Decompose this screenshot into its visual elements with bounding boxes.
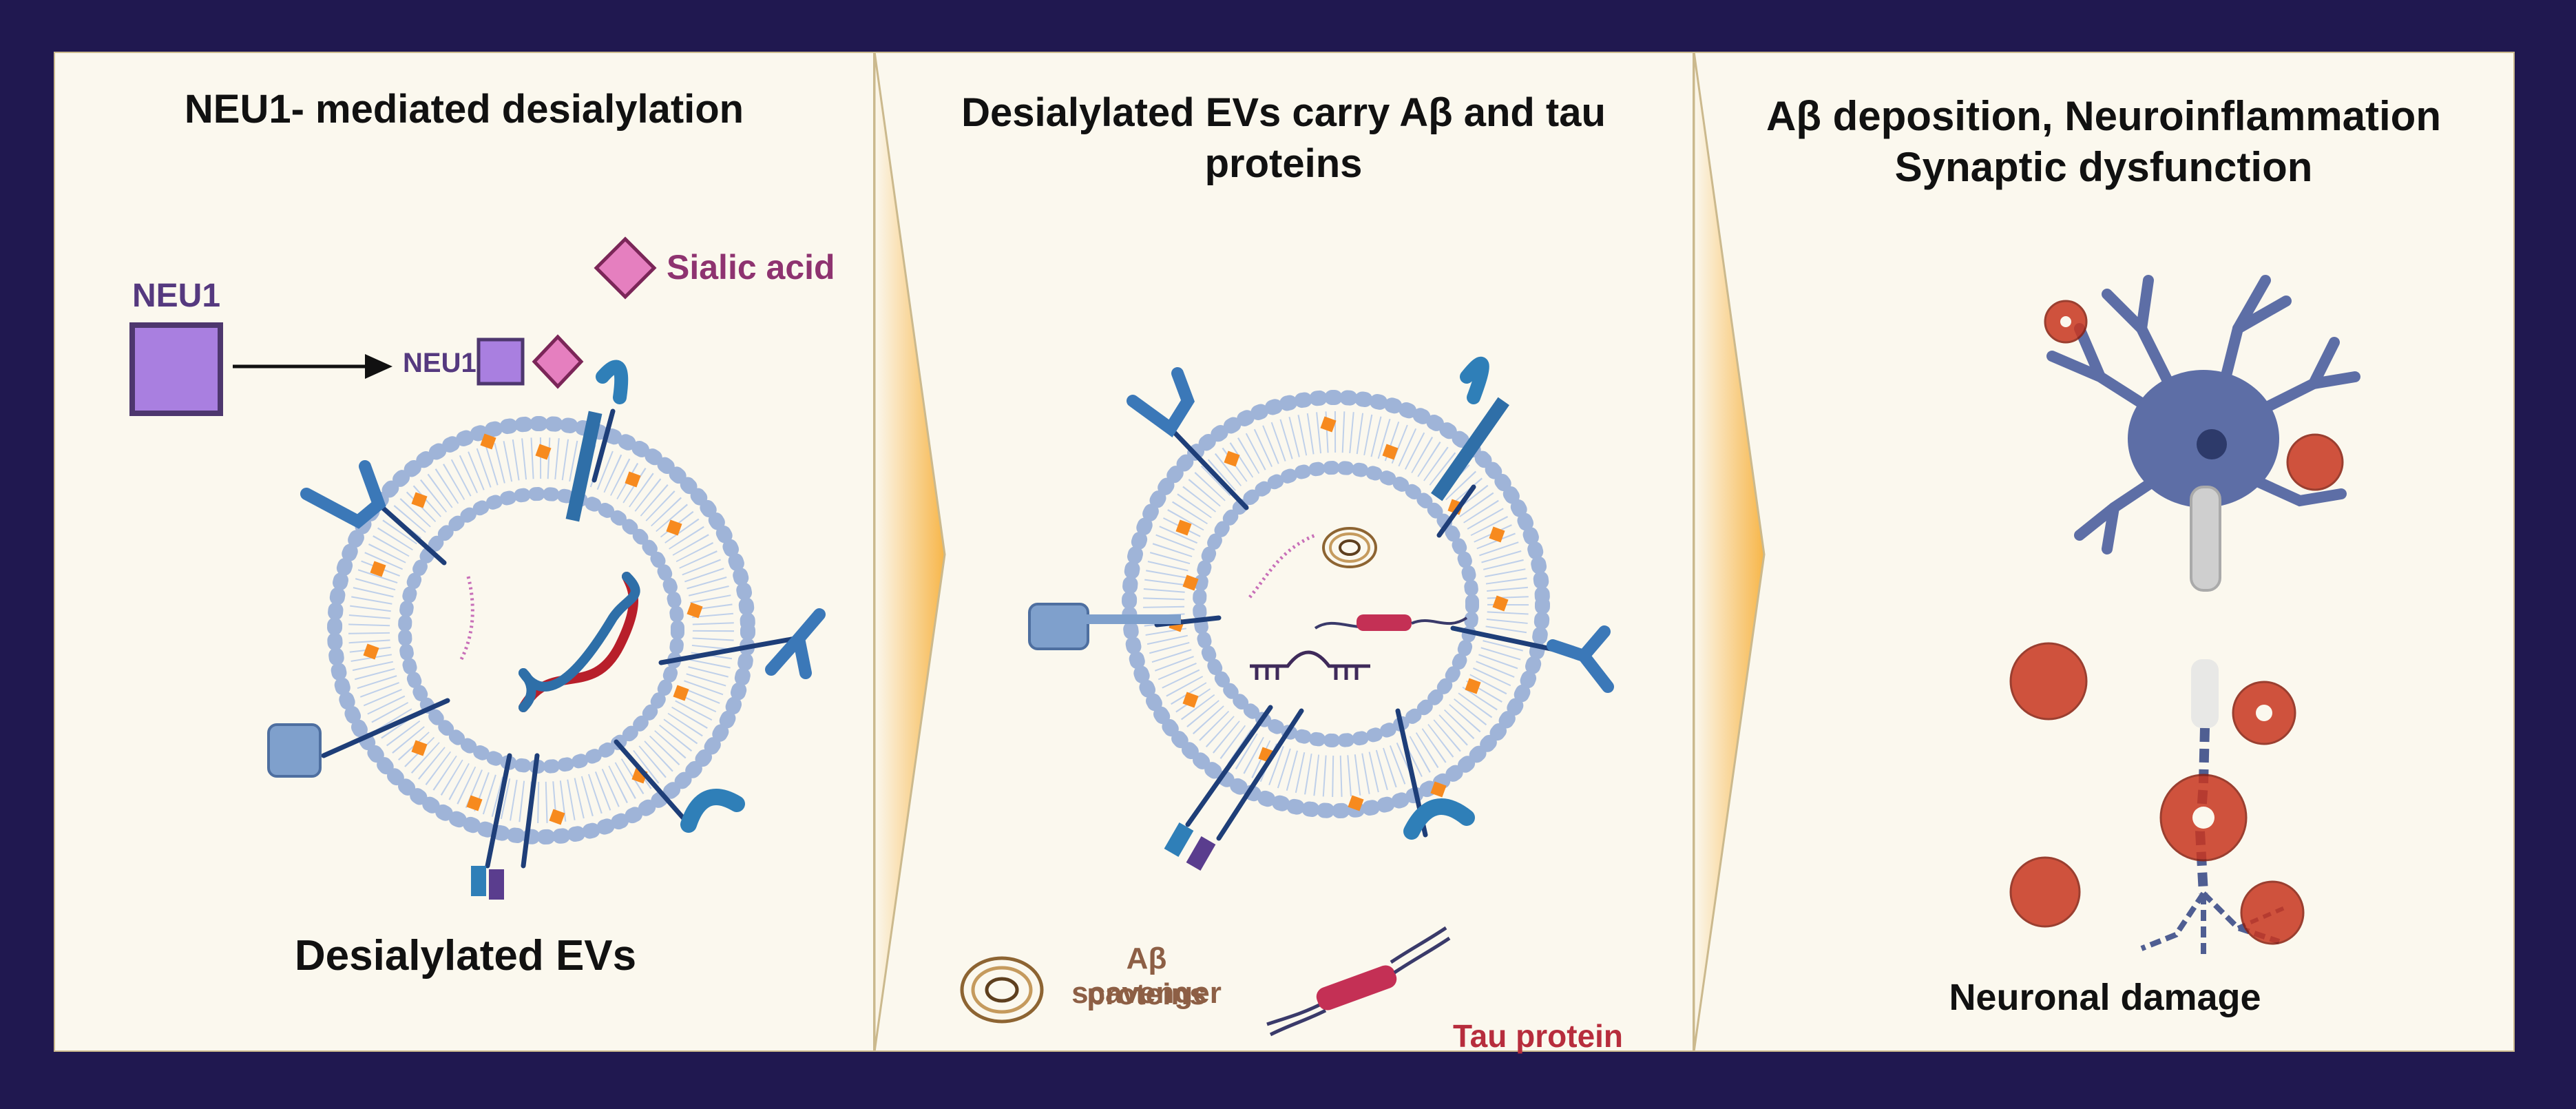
receptor-icon-2 bbox=[765, 608, 826, 679]
amyloid-plaque-icon bbox=[2009, 300, 2344, 945]
neu1-enzyme-icon bbox=[129, 322, 223, 416]
amyloid-scavenger-icon bbox=[1322, 527, 1377, 568]
neu1-small-icon bbox=[477, 338, 525, 386]
receptor-tail-2-icon bbox=[1186, 836, 1216, 871]
panel-3-title-line-1: Aβ deposition, Neuroinflammation bbox=[1766, 93, 2441, 139]
chevron-arrow-icon bbox=[873, 52, 946, 1052]
panel-neu1-desialylation: NEU1- mediated desialylation bbox=[54, 52, 875, 1052]
panel-neuronal-damage: Aβ deposition, Neuroinflammation Synapti… bbox=[1693, 52, 2515, 1052]
neu1-box-label: NEU1 bbox=[132, 278, 221, 314]
tau-protein-icon bbox=[1266, 926, 1451, 1037]
extracellular-vesicle-icon bbox=[327, 416, 755, 844]
receptor-box-icon bbox=[1028, 603, 1089, 650]
dna-icon bbox=[519, 572, 640, 712]
plaque-core-icon bbox=[2060, 316, 2272, 829]
receptor-c-icon bbox=[1403, 798, 1475, 840]
receptor-icon bbox=[300, 460, 386, 529]
panel-2-title-line-1: Desialylated EVs carry Aβ and tau bbox=[961, 90, 1606, 135]
panel-3-title-line-2: Synaptic dysfunction bbox=[1894, 144, 2313, 190]
receptor-tail-1-icon bbox=[471, 866, 486, 896]
panel-1-title: NEU1- mediated desialylation bbox=[184, 87, 744, 132]
panel-2-illustration bbox=[960, 356, 1614, 1037]
tau-protein-small-icon bbox=[1314, 614, 1468, 631]
sialic-acid-small-icon bbox=[532, 334, 584, 389]
receptor-icon-2 bbox=[1547, 625, 1614, 693]
sialic-acid-label: Sialic acid bbox=[667, 248, 835, 287]
panel-1-caption: Desialylated EVs bbox=[294, 932, 637, 980]
neu1-small-label: NEU1 bbox=[403, 348, 477, 378]
sialic-acid-icon bbox=[594, 236, 657, 300]
receptor-rod-icon bbox=[1431, 397, 1509, 501]
rna-icon bbox=[459, 576, 474, 661]
receptor-icon bbox=[1127, 367, 1195, 437]
receptor-rod-icon bbox=[565, 411, 603, 522]
receptor-tail-2-icon bbox=[489, 869, 504, 900]
panel-3-illustration bbox=[2009, 275, 2360, 955]
panel-1-illustration bbox=[129, 236, 826, 900]
arrow-head-icon bbox=[365, 354, 392, 379]
receptor-box-icon bbox=[267, 723, 322, 778]
amyloid-scavenger-legend-icon bbox=[960, 956, 1044, 1024]
receptor-tail-1-icon bbox=[1164, 822, 1194, 858]
legend-tau-label: Tau protein bbox=[1453, 1018, 1624, 1054]
chevron-arrow-icon-2 bbox=[1693, 52, 1766, 1052]
extracellular-vesicle-icon bbox=[1122, 390, 1550, 818]
receptor-c-top-icon bbox=[596, 360, 629, 404]
legend-scavenger-label-line-1: Aβ scavenger bbox=[1071, 942, 1222, 1010]
neuron-icon bbox=[2046, 275, 2360, 955]
panel-2-title-line-2: proteins bbox=[1204, 141, 1363, 186]
panel-evs-carry-proteins: Desialylated EVs carry Aβ and tau protei… bbox=[873, 52, 1694, 1054]
panel-3-caption: Neuronal damage bbox=[1949, 977, 2261, 1018]
receptor-c-top-icon bbox=[1460, 356, 1489, 404]
receptor-c-icon bbox=[680, 789, 745, 833]
receptor-stalk-icon bbox=[1085, 614, 1181, 624]
mrna-icon bbox=[1250, 650, 1370, 680]
legend-scavenger-label-line-2: proteins bbox=[1087, 977, 1206, 1011]
